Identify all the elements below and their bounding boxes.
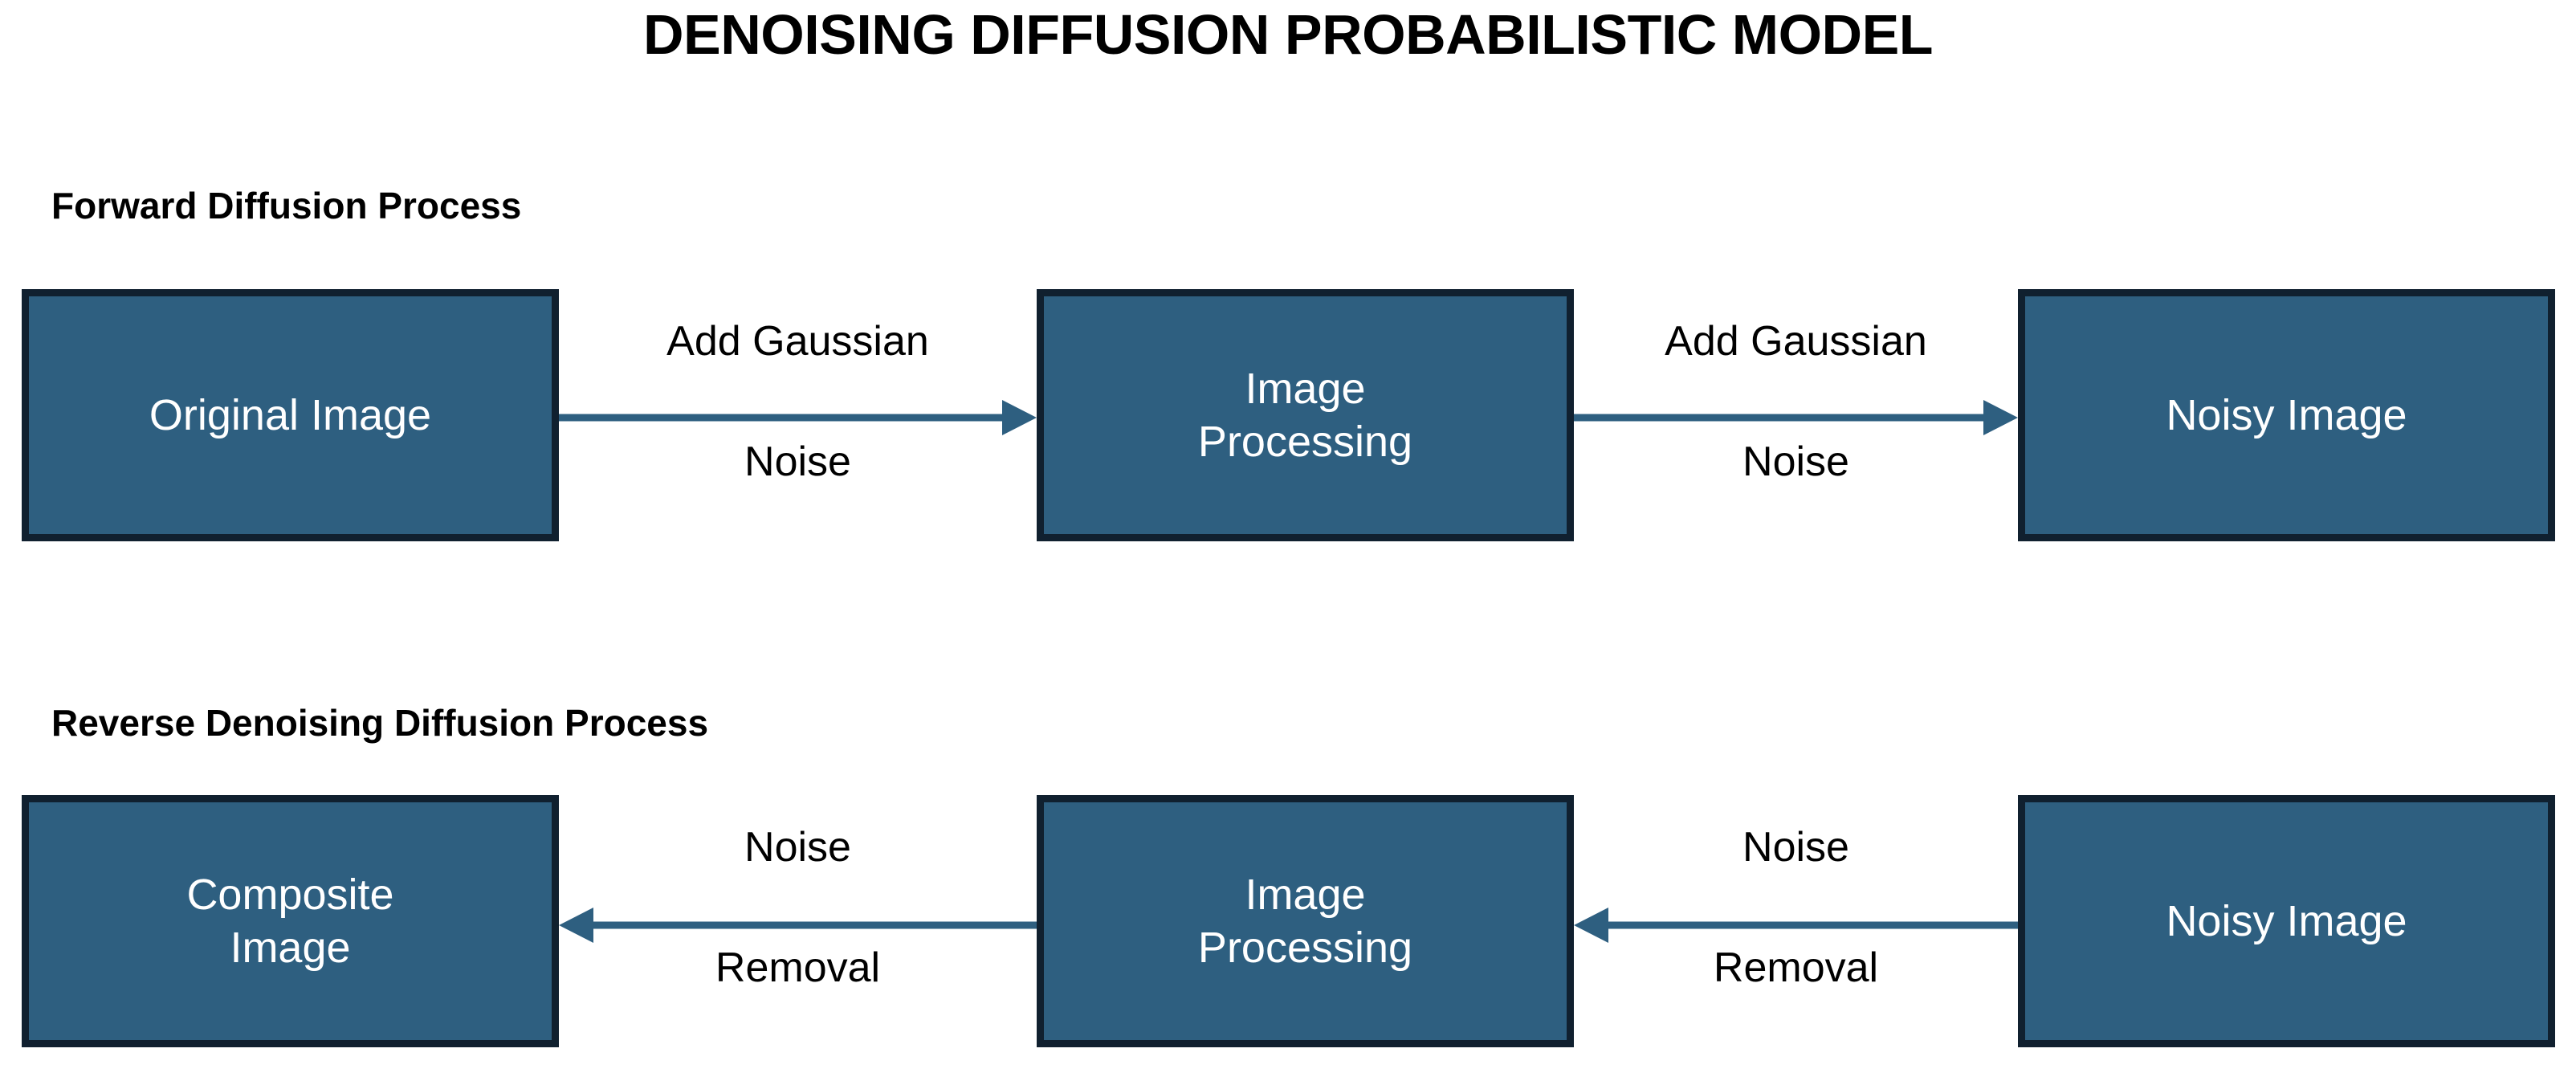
node-label-line1: Composite (186, 871, 394, 919)
connector-label-line2: Removal (1713, 944, 1879, 991)
connector-label-line1: Add Gaussian (1665, 318, 1927, 365)
arrow-right-icon (1574, 400, 2018, 435)
node-label-line1: Noisy Image (2166, 391, 2407, 439)
node-label: Composite Image (186, 868, 393, 974)
node-label: Noisy Image (2166, 389, 2407, 442)
forward-process-row: Original Image Add Gaussian Noise Image … (0, 289, 2576, 541)
node-label-line2: Processing (1197, 924, 1413, 972)
node-label-line1: Image (1245, 365, 1366, 413)
connector-label-line1: Noise (1742, 824, 1849, 871)
node-noisy-image-forward[interactable]: Noisy Image (2018, 289, 2555, 541)
arrow-left-icon (1574, 908, 2018, 943)
section-heading-reverse: Reverse Denoising Diffusion Process (51, 702, 709, 744)
connector-reverse-2: Noise Removal (1574, 795, 2018, 1047)
page-title: DENOISING DIFFUSION PROBABILISTIC MODEL (642, 3, 1934, 66)
node-label-line1: Original Image (149, 391, 432, 439)
node-label: Noisy Image (2166, 895, 2407, 948)
connector-label-line1: Add Gaussian (666, 318, 929, 365)
connector-label-line2: Noise (744, 439, 851, 485)
node-label: Image Processing (1198, 362, 1412, 468)
arrow-left-icon (559, 908, 1037, 943)
node-label-line2: Processing (1197, 418, 1413, 466)
node-label-line1: Noisy Image (2166, 897, 2407, 945)
reverse-process-row: Composite Image Noise Removal Image Proc… (0, 795, 2576, 1047)
node-image-processing-reverse[interactable]: Image Processing (1037, 795, 1574, 1047)
node-composite-image[interactable]: Composite Image (22, 795, 559, 1047)
arrow-right-icon (559, 400, 1037, 435)
node-label-line2: Image (230, 924, 351, 972)
node-label: Original Image (149, 389, 431, 442)
node-label: Image Processing (1198, 868, 1412, 974)
section-heading-forward: Forward Diffusion Process (51, 185, 522, 226)
connector-label-line1: Noise (744, 824, 851, 871)
node-image-processing-forward[interactable]: Image Processing (1037, 289, 1574, 541)
connector-forward-2: Add Gaussian Noise (1574, 289, 2018, 541)
node-noisy-image-reverse[interactable]: Noisy Image (2018, 795, 2555, 1047)
node-original-image[interactable]: Original Image (22, 289, 559, 541)
node-label-line1: Image (1245, 871, 1366, 919)
connector-label-line2: Removal (715, 944, 881, 991)
connector-label-line2: Noise (1742, 439, 1849, 485)
connector-forward-1: Add Gaussian Noise (559, 289, 1037, 541)
connector-reverse-1: Noise Removal (559, 795, 1037, 1047)
